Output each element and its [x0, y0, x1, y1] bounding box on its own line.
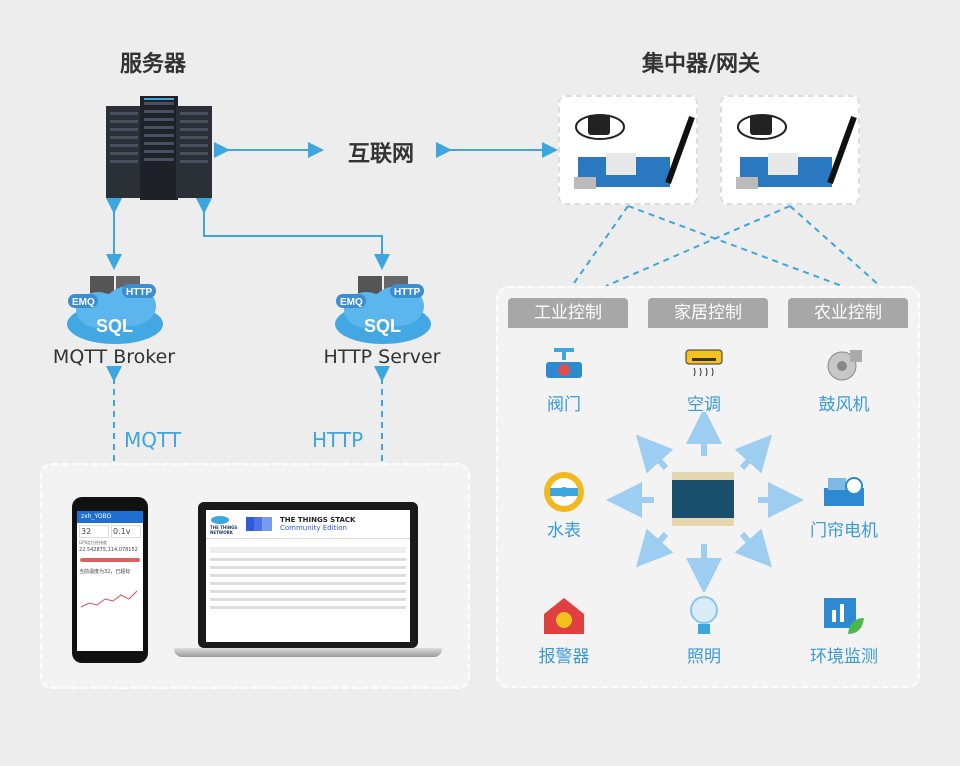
gateway-hat-icon: [574, 114, 695, 189]
http-server-cloud-icon: EMQ HTTP SQL: [335, 276, 431, 344]
light-bulb-icon: [690, 596, 718, 634]
device-valve-label: 阀门: [547, 395, 581, 415]
server-rack-icon: [106, 96, 212, 200]
ttn-brand-line2: NETWORK: [210, 529, 233, 535]
tab-agriculture-control[interactable]: 农业控制: [788, 298, 908, 328]
device-ac-label: 空调: [687, 395, 721, 415]
mqtt-broker-cloud-icon: EMQ HTTP SQL: [67, 276, 163, 344]
event-log-table: [206, 539, 410, 618]
svg-text:HTTP: HTTP: [394, 287, 420, 298]
phone-gps-value: 22.542875,114.078152: [79, 547, 138, 553]
water-meter-icon: [544, 472, 584, 512]
emq-tag: EMQ: [72, 297, 95, 308]
curtain-motor-icon: [824, 477, 864, 506]
phone-slider[interactable]: [80, 558, 140, 562]
http-protocol-label: HTTP: [312, 428, 364, 452]
lora-module-with-arrows: [606, 412, 804, 592]
stack-title: THE THINGS STACK: [280, 516, 356, 524]
air-conditioner-icon: [685, 349, 723, 377]
blower-icon: [827, 350, 862, 381]
sql-tag: SQL: [96, 316, 133, 336]
server-title: 服务器: [120, 52, 187, 77]
laptop-base: [174, 648, 442, 657]
device-lighting-label: 照明: [687, 647, 721, 667]
environment-monitor-icon: [824, 598, 864, 634]
phone: zxh_YOBO 32 0.1v GPS定位经纬度 22.542875,114.…: [72, 497, 148, 663]
svg-text:SQL: SQL: [364, 316, 401, 336]
device-blower-label: 鼓风机: [818, 395, 870, 415]
internet-label: 互联网: [348, 142, 415, 167]
laptop-screen: THE THINGS NETWORK THE THINGS STACK Comm…: [206, 510, 410, 642]
svg-text:EMQ: EMQ: [340, 297, 363, 308]
stack-logo-icon: [246, 517, 272, 531]
phone-app-title: zxh_YOBO: [77, 511, 143, 523]
phone-status-text: 当前温度为32，已超标: [79, 569, 131, 575]
gateway-box-1: [558, 95, 698, 205]
http-server-label: HTTP Server: [323, 346, 441, 368]
http-tag: HTTP: [126, 287, 152, 298]
phone-reading-1: 32: [79, 525, 109, 538]
gateway-hat-icon: [736, 114, 857, 189]
phone-reading-2: 0.1v: [111, 525, 141, 538]
valve-icon: [546, 348, 582, 378]
gateway-box-2: [720, 95, 860, 205]
ttn-cloud-icon: [211, 515, 229, 524]
gateway-title: 集中器/网关: [642, 52, 761, 77]
phone-line-chart-icon: [80, 590, 138, 608]
mqtt-broker-label: MQTT Broker: [52, 346, 176, 368]
phone-gps-label: GPS定位经纬度: [79, 540, 108, 545]
device-env-monitor-label: 环境监测: [810, 647, 878, 667]
device-alarm-label: 报警器: [538, 647, 590, 667]
device-water-meter-label: 水表: [547, 521, 581, 541]
ttn-brand-line1: THE THINGS: [210, 524, 238, 530]
alarm-icon: [544, 598, 584, 634]
stack-edition: Community Edition: [280, 524, 347, 532]
device-curtain-motor-label: 门帘电机: [810, 521, 878, 541]
lora-module-icon: [672, 472, 734, 526]
laptop: THE THINGS NETWORK THE THINGS STACK Comm…: [198, 502, 418, 648]
tab-industrial-control[interactable]: 工业控制: [508, 298, 628, 328]
mqtt-protocol-label: MQTT: [124, 428, 182, 452]
tab-home-control[interactable]: 家居控制: [648, 298, 768, 328]
phone-screen: zxh_YOBO 32 0.1v GPS定位经纬度 22.542875,114.…: [77, 511, 143, 651]
